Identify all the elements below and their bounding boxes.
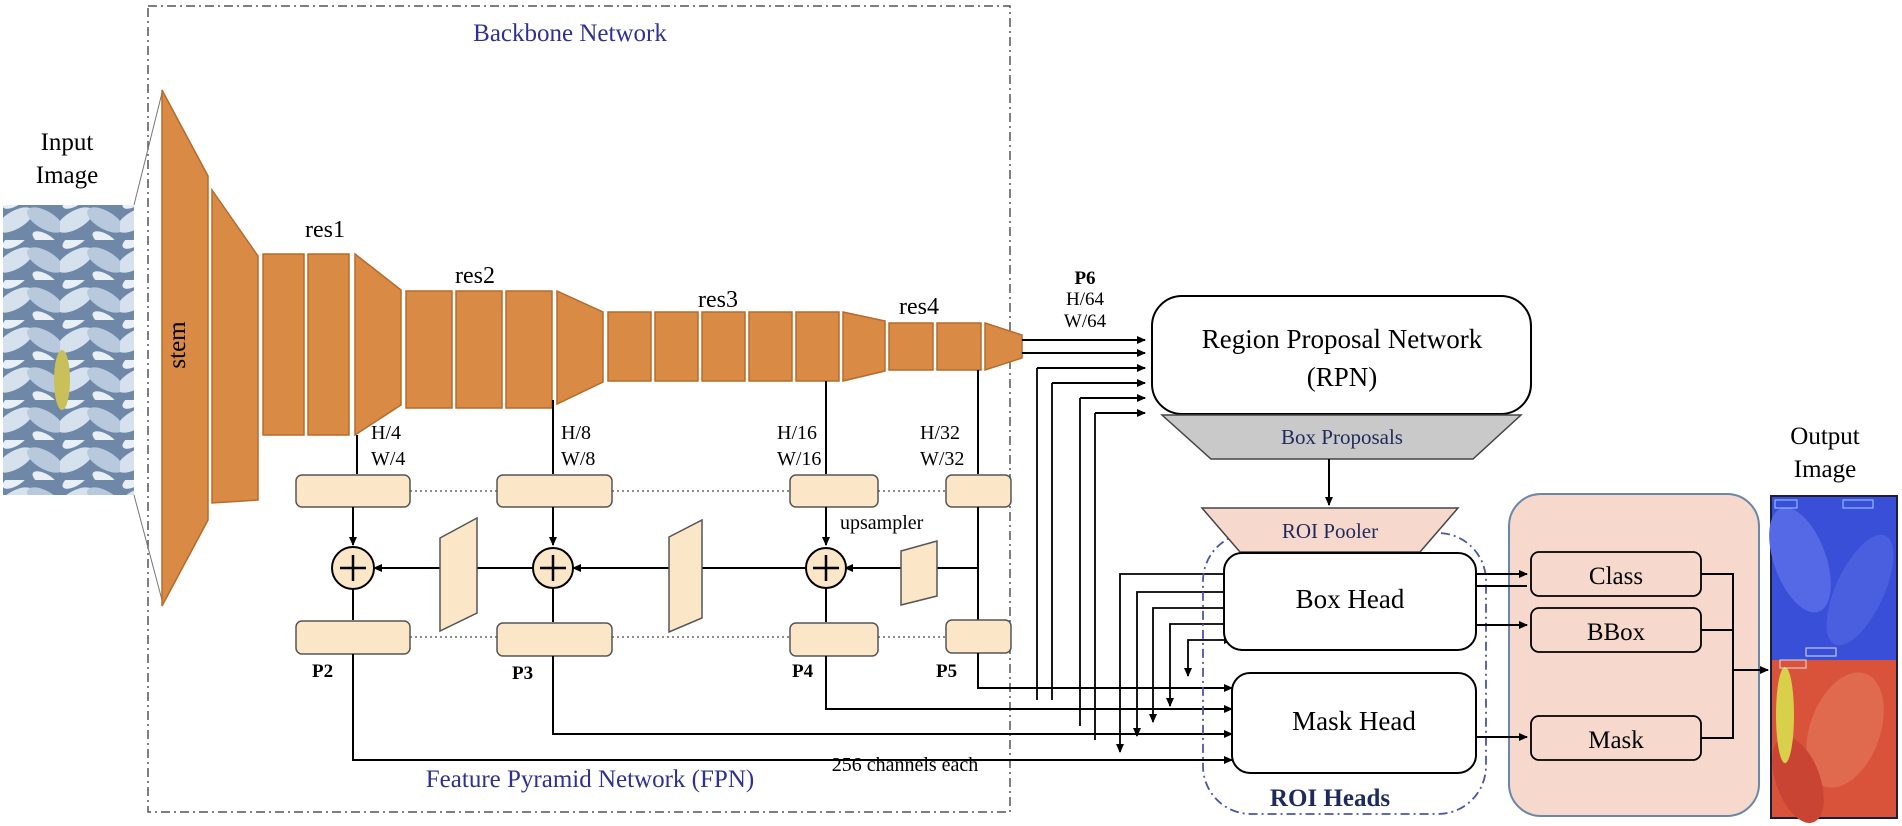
res4-label: res4 xyxy=(899,294,939,320)
res3-label: res3 xyxy=(698,287,738,313)
upsampler-p5-p4 xyxy=(900,540,938,606)
res2-downsample xyxy=(556,289,604,406)
output-heads-panel xyxy=(1508,493,1760,817)
res3-block xyxy=(748,311,793,382)
scale-p3-h: H/8 xyxy=(561,422,591,444)
adder-p4 xyxy=(805,547,847,589)
input-image xyxy=(3,205,134,495)
rpn-box xyxy=(1151,295,1532,415)
output-label-line1: Output xyxy=(1790,423,1860,450)
p2-label: P2 xyxy=(312,661,333,682)
scale-p4-h: H/16 xyxy=(777,422,817,444)
scale-p5-h: H/32 xyxy=(920,422,960,444)
fpn-output-conv-p4 xyxy=(789,622,879,657)
fpn-title: Feature Pyramid Network (FPN) xyxy=(426,766,754,793)
scale-p6-w: W/64 xyxy=(1064,311,1107,332)
adder-p2 xyxy=(331,546,375,590)
roi-heads-frame xyxy=(1202,532,1487,815)
res4-block xyxy=(888,322,934,371)
upsampler-p3-p2 xyxy=(439,516,478,633)
box-head-label: Box Head xyxy=(1296,584,1405,614)
backbone-frame xyxy=(147,5,1011,813)
upsampler-p4-p3 xyxy=(668,518,703,634)
res3-block xyxy=(701,311,746,382)
mask-output-label: Mask xyxy=(1588,727,1644,754)
res3-block xyxy=(607,311,652,382)
bbox-output-label: BBox xyxy=(1587,619,1646,646)
res3-downsample xyxy=(842,311,886,382)
mask-head xyxy=(1231,672,1477,774)
scale-p3-w: W/8 xyxy=(561,448,595,470)
res2-block xyxy=(505,290,553,409)
mask-head-label: Mask Head xyxy=(1292,706,1416,736)
fpn-lateral-conv-p2 xyxy=(295,474,411,508)
stem-block xyxy=(161,89,209,607)
p4-label: P4 xyxy=(792,661,814,682)
scale-p5-w: W/32 xyxy=(920,448,964,470)
input-label-line2: Image xyxy=(36,162,98,189)
scale-p6-h: H/64 xyxy=(1066,289,1105,310)
box-proposals-trapezoid xyxy=(1160,414,1523,460)
scale-p2-h: H/4 xyxy=(371,422,401,444)
rpn-label-line2: (RPN) xyxy=(1307,362,1378,392)
output-image xyxy=(1769,495,1898,823)
roi-heads-label: ROI Heads xyxy=(1270,785,1390,812)
p6-label: P6 xyxy=(1074,268,1095,289)
res2-block xyxy=(405,290,453,409)
channels-note: 256 channels each xyxy=(832,754,979,776)
stem-label: stem xyxy=(164,321,191,369)
res1-downsample xyxy=(354,252,402,437)
res2-label: res2 xyxy=(455,263,495,289)
res4-block xyxy=(936,322,982,371)
stem-block-2 xyxy=(211,187,259,504)
res1-label: res1 xyxy=(305,217,345,243)
res2-block xyxy=(455,290,503,409)
res1-block xyxy=(262,253,305,436)
p3-label: P3 xyxy=(512,663,533,684)
output-label-line2: Image xyxy=(1794,456,1856,483)
backbone-title: Backbone Network xyxy=(473,20,667,47)
scale-p4-w: W/16 xyxy=(777,448,821,470)
res3-block xyxy=(795,311,840,382)
adder-p3 xyxy=(532,547,574,589)
fpn-lateral-conv-p5 xyxy=(945,474,1012,508)
box-head xyxy=(1223,552,1477,651)
fpn-output-conv-p3 xyxy=(496,622,613,657)
fpn-lateral-conv-p3 xyxy=(496,474,613,508)
box-proposals-label: Box Proposals xyxy=(1281,425,1403,449)
input-label-line1: Input xyxy=(41,129,94,156)
upsampler-label: upsampler xyxy=(840,512,924,534)
p5-label: P5 xyxy=(936,661,957,682)
class-output-label: Class xyxy=(1589,563,1643,590)
input-image-defect xyxy=(54,350,70,410)
fpn-output-conv-p5 xyxy=(945,619,1012,654)
fpn-lateral-conv-p4 xyxy=(789,474,879,508)
rpn-label-line1: Region Proposal Network xyxy=(1202,324,1483,354)
res4-downsample xyxy=(984,321,1023,372)
roi-pooler-label: ROI Pooler xyxy=(1282,519,1378,543)
fpn-output-conv-p2 xyxy=(295,620,411,655)
res3-block xyxy=(654,311,699,382)
res1-block xyxy=(307,253,350,436)
scale-p2-w: W/4 xyxy=(371,448,405,470)
